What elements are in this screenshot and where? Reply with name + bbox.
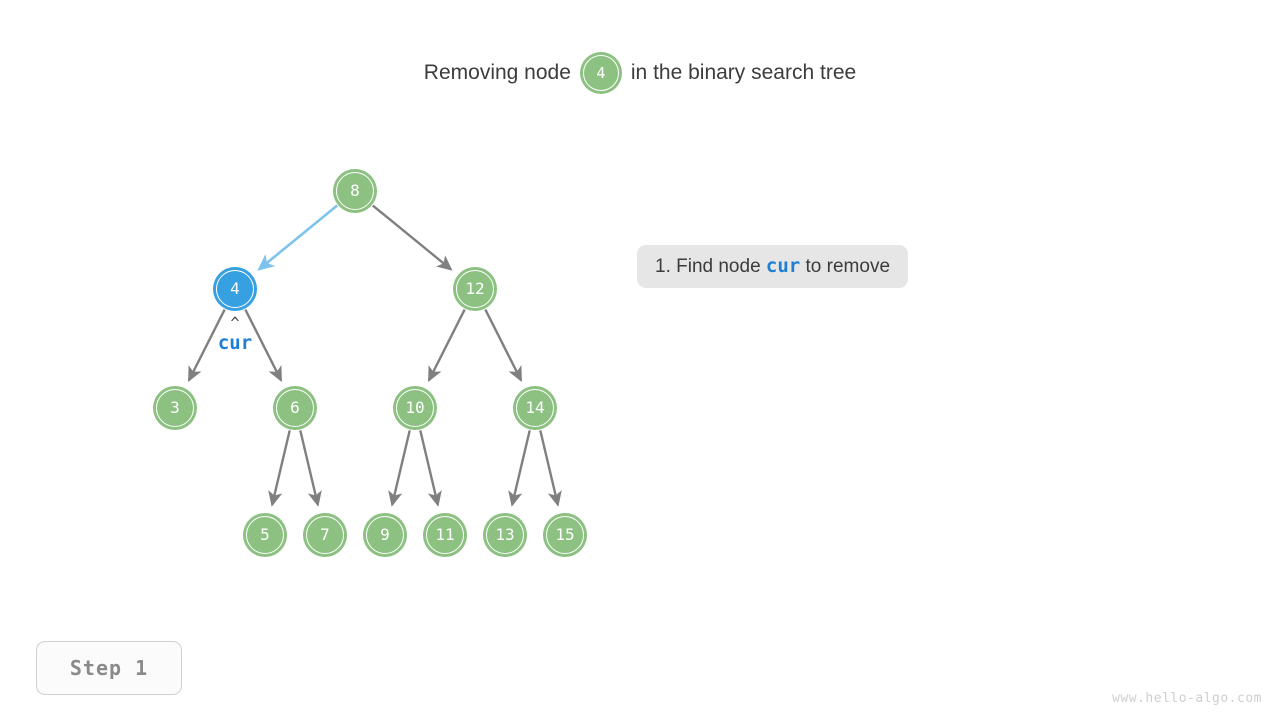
title-node-badge: 4 <box>579 52 622 94</box>
tree-node-value: 14 <box>525 398 545 417</box>
title-prefix: Removing node <box>423 61 571 84</box>
annotation-code-cur: cur <box>765 255 801 277</box>
tree-node-10[interactable]: 10 <box>393 386 437 430</box>
tree-node-ring <box>546 516 584 554</box>
tree-node-ring <box>336 172 374 210</box>
tree-node-7[interactable]: 7 <box>303 513 347 557</box>
tree-edge-n8-n4 <box>257 204 339 271</box>
cur-caret-icon: ^ <box>230 314 240 332</box>
watermark: www.hello-algo.com <box>1112 691 1262 706</box>
tree-edge-n12-n10 <box>427 308 466 383</box>
annotation-box: 1. Find node cur to remove <box>637 245 909 288</box>
title-node-ring <box>582 55 619 91</box>
tree-node-ring <box>516 389 554 427</box>
tree-node-value: 5 <box>260 525 270 544</box>
tree-node-ring <box>456 270 494 308</box>
tree-edge-n12-n14 <box>484 308 523 383</box>
tree-edge-n8-n12 <box>372 204 453 271</box>
tree-node-ring <box>396 389 434 427</box>
tree-node-15[interactable]: 15 <box>543 513 587 557</box>
tree-node-11[interactable]: 11 <box>423 513 467 557</box>
tree-node-5[interactable]: 5 <box>243 513 287 557</box>
tree-node-ring <box>246 516 284 554</box>
tree-node-ring <box>276 389 314 427</box>
tree-node-3[interactable]: 3 <box>153 386 197 430</box>
tree-node-ring <box>156 389 194 427</box>
tree-node-6[interactable]: 6 <box>273 386 317 430</box>
step-label: Step 1 <box>69 656 149 680</box>
tree-node-ring <box>366 516 404 554</box>
tree-edge-n14-n13 <box>508 430 531 507</box>
step-badge: Step 1 <box>36 641 182 695</box>
tree-node-value: 6 <box>290 398 300 417</box>
tree-edge-n10-n11 <box>419 430 442 507</box>
tree-edge-n6-n5 <box>268 430 291 507</box>
tree-node-value: 15 <box>555 525 575 544</box>
tree-edge-group <box>187 204 562 507</box>
tree-node-value: 8 <box>350 181 360 200</box>
tree-node-ring <box>486 516 524 554</box>
tree-edge-n6-n7 <box>299 430 322 507</box>
tree-node-value: 13 <box>495 525 515 544</box>
tree-node-4[interactable]: 4 <box>213 267 257 311</box>
tree-node-8[interactable]: 8 <box>333 169 377 213</box>
tree-edge-n14-n15 <box>539 430 562 507</box>
annotation-suffix: to remove <box>800 256 891 277</box>
tree-node-value: 4 <box>230 279 240 298</box>
tree-node-ring <box>306 516 344 554</box>
tree-node-value: 10 <box>405 398 425 417</box>
tree-edge-n10-n9 <box>388 430 411 507</box>
tree-node-value: 11 <box>435 525 455 544</box>
tree-node-13[interactable]: 13 <box>483 513 527 557</box>
tree-node-value: 3 <box>170 398 180 417</box>
tree-node-value: 9 <box>380 525 390 544</box>
annotation-prefix: 1. Find node <box>655 256 766 277</box>
tree-node-value: 7 <box>320 525 330 544</box>
cur-pointer-marker: ^ cur <box>213 314 257 355</box>
title-node-value: 4 <box>596 63 606 82</box>
tree-node-ring <box>216 270 254 308</box>
tree-node-value: 12 <box>465 279 485 298</box>
title-suffix: in the binary search tree <box>630 61 857 84</box>
tree-node-12[interactable]: 12 <box>453 267 497 311</box>
cur-pointer-label: cur <box>217 332 253 354</box>
tree-node-ring <box>426 516 464 554</box>
page-title: Removing node 4 in the binary search tre… <box>0 52 1280 94</box>
tree-node-14[interactable]: 14 <box>513 386 557 430</box>
tree-node-9[interactable]: 9 <box>363 513 407 557</box>
